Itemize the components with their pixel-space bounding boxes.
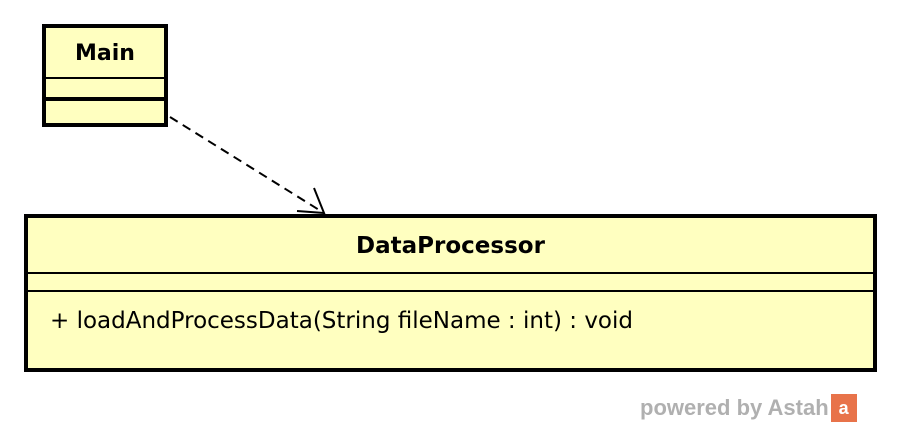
main-class-box[interactable]: Main bbox=[42, 24, 168, 127]
main-class-name: Main bbox=[46, 28, 164, 79]
main-operations-compartment bbox=[46, 99, 164, 101]
dataprocessor-class-name: DataProcessor bbox=[28, 218, 873, 274]
watermark-text: powered by Astah bbox=[640, 395, 829, 420]
dataprocessor-class-box[interactable]: DataProcessor + loadAndProcessData(Strin… bbox=[24, 214, 877, 372]
astah-watermark: powered by Astah a bbox=[640, 392, 857, 424]
dependency-arrowhead bbox=[296, 187, 326, 215]
dataprocessor-operations-compartment: + loadAndProcessData(String fileName : i… bbox=[28, 292, 873, 334]
dataprocessor-attributes-compartment bbox=[28, 274, 873, 292]
operation-load-and-process-data: + loadAndProcessData(String fileName : i… bbox=[50, 308, 633, 334]
astah-logo-icon: a bbox=[830, 394, 857, 422]
main-attributes-compartment bbox=[46, 79, 164, 99]
dependency-line bbox=[169, 116, 325, 214]
